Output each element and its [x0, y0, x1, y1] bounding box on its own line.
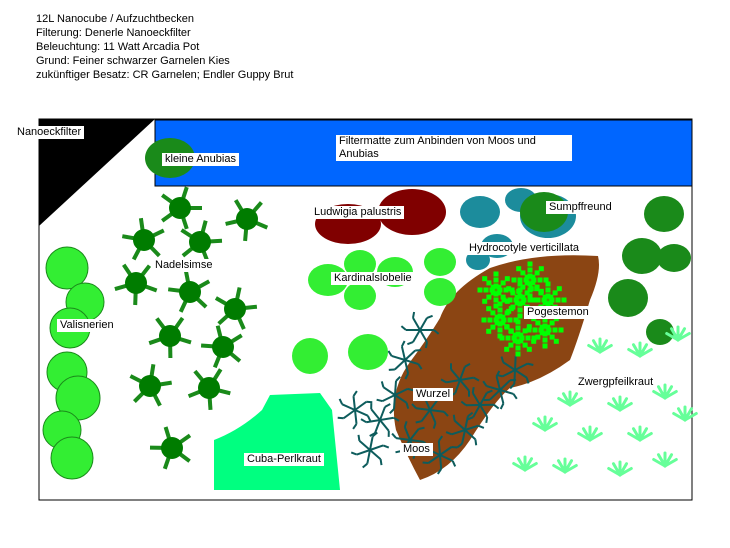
label-valisnerien: Valisnerien [57, 319, 117, 332]
nadelsimse-tuft [161, 186, 202, 230]
nanoeckfilter-shape [39, 119, 155, 226]
valisnerien-shape [42, 246, 105, 480]
label-ludwigia: Ludwigia palustris [311, 206, 405, 219]
label-hydrocotyle: Hydrocotyle verticillata [466, 242, 583, 255]
label-nadelsimse: Nadelsimse [152, 259, 216, 272]
label-filtermatte: Filtermatte zum Anbinden von Moos und An… [336, 135, 572, 161]
nadelsimse-tuft [114, 263, 158, 306]
zwergpfeilkraut-shape [512, 325, 698, 477]
label-zwergpfeilkraut: Zwergpfeilkraut [575, 376, 657, 389]
nadelsimse-tuft [149, 426, 192, 470]
nadelsimse-tuft [214, 287, 258, 330]
header-line-title: 12L Nanocube / Aufzuchtbecken [36, 13, 194, 25]
label-cuba-perlkraut: Cuba-Perlkraut [244, 453, 324, 466]
tank-description: 12L Nanocube / Aufzuchtbecken Filterung:… [36, 12, 293, 82]
label-moos: Moos [400, 443, 433, 456]
nadelsimse-tuft [187, 368, 231, 411]
label-kleine-anubias: kleine Anubias [162, 153, 239, 166]
nadelsimse-tuft [225, 199, 269, 242]
nadelsimse-tuft [121, 217, 165, 261]
header-line-stocking: zukünftiger Besatz: CR Garnelen; Endler … [36, 69, 294, 81]
header-line-filter: Filterung: Denerle Nanoeckfilter [36, 27, 191, 39]
header-line-substrate: Grund: Feiner schwarzer Garnelen Kies [36, 55, 230, 67]
label-wurzel: Wurzel [413, 388, 454, 401]
label-sumpffreund: Sumpffreund [546, 201, 615, 214]
label-pogestemon: Pogestemon [524, 306, 592, 319]
label-nanoeckfilter: Nanoeckfilter [14, 126, 85, 139]
nadelsimse-tuft [148, 316, 192, 359]
label-kardinalslobelie: Kardinalslobelie [331, 272, 415, 285]
nadelsimse-tuft [167, 270, 211, 313]
nadelsimse-tuft [129, 363, 173, 407]
ludwigia-right [378, 189, 446, 235]
nadelsimse-tuft [200, 325, 243, 369]
header-line-lighting: Beleuchtung: 11 Watt Arcadia Pot [36, 41, 200, 53]
